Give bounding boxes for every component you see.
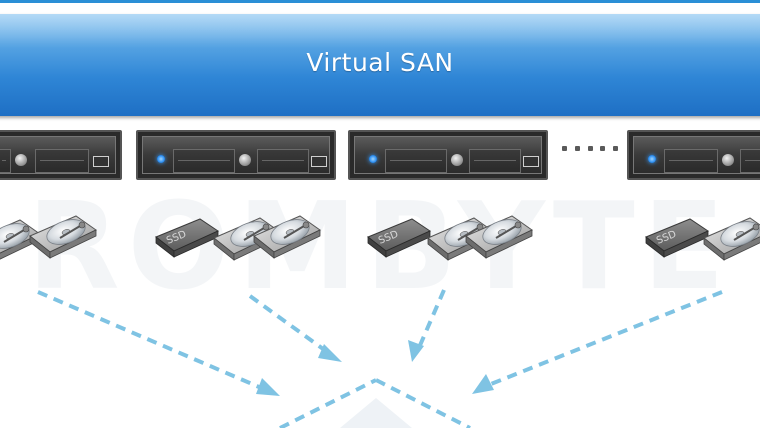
- arrowhead-icon: [256, 378, 280, 396]
- ssd-icon: [156, 219, 218, 257]
- arrowhead-icon: [472, 374, 494, 394]
- datastore-shape: [340, 398, 412, 428]
- hdd-icon: [30, 215, 96, 258]
- dashed-arrow-line: [38, 292, 266, 390]
- ssd-icon: [368, 219, 430, 257]
- dashed-arrow-line: [486, 292, 722, 386]
- dashed-arrow-line: [250, 296, 330, 354]
- ssd-icon: [646, 219, 708, 257]
- hdd-icon: [704, 217, 760, 260]
- dashed-arrow-line: [418, 290, 444, 350]
